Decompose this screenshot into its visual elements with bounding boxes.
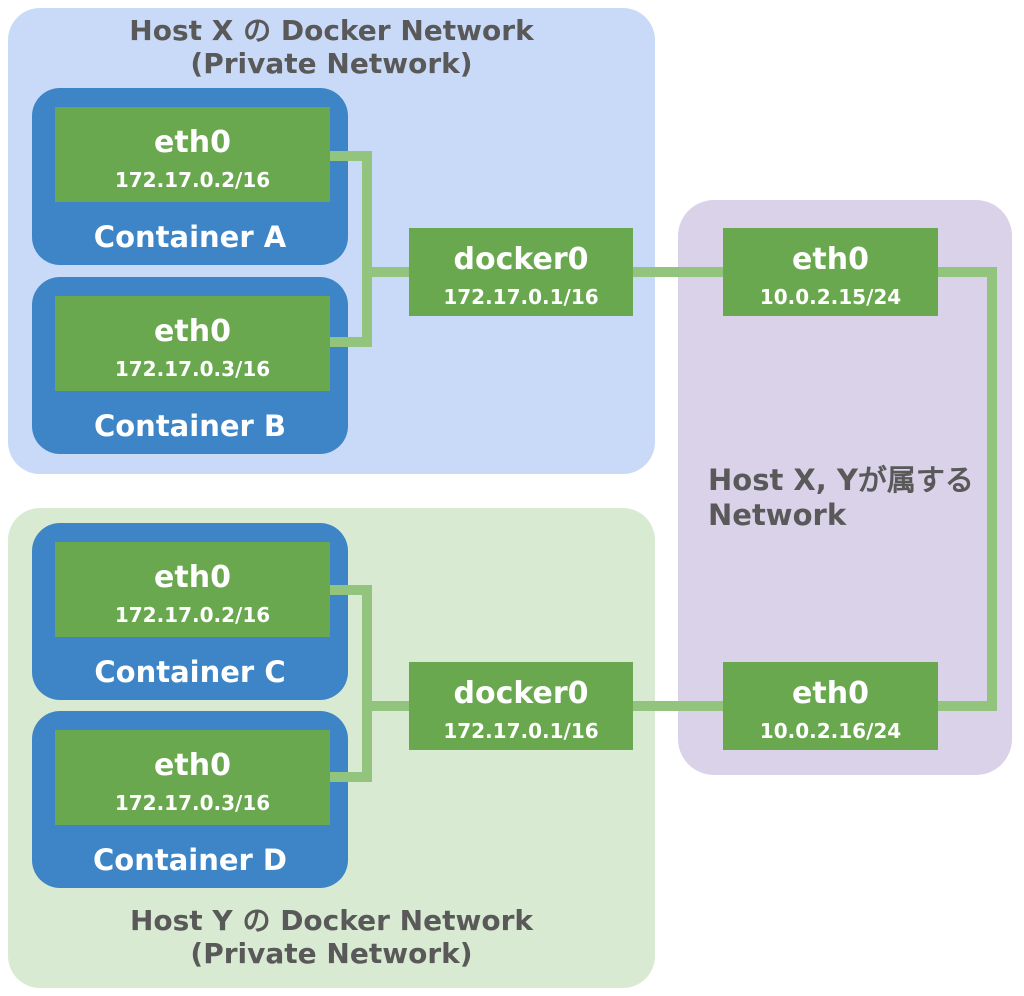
host-x-docker0-name: docker0 [453, 242, 589, 277]
container-b-eth0-box: eth0 172.17.0.3/16 [55, 296, 330, 391]
connector-hosty-to-docker0 [362, 701, 409, 711]
container-c-iface-name: eth0 [154, 559, 231, 595]
connector-docker0y-to-eth0 [633, 701, 723, 711]
connector-hostx-to-docker0 [362, 267, 409, 277]
host-y-docker0-name: docker0 [453, 676, 589, 711]
container-c-label: Container C [94, 655, 286, 689]
container-a-label: Container A [93, 220, 287, 254]
container-a: eth0 172.17.0.2/16 Container A [32, 88, 348, 265]
connector-eth0y-to-network [935, 701, 997, 711]
host-y-title-line2: (Private Network) [190, 937, 473, 970]
host-y-network-title: Host Y の Docker Network (Private Network… [8, 904, 655, 970]
container-d-iface-name: eth0 [154, 747, 231, 783]
connector-containerB-to-bridge [330, 337, 372, 347]
connector-shared-vertical [987, 267, 997, 711]
container-d-eth0-box: eth0 172.17.0.3/16 [55, 730, 330, 825]
container-b-iface-ip: 172.17.0.3/16 [114, 356, 271, 381]
container-d-iface-ip: 172.17.0.3/16 [114, 790, 271, 815]
host-y-eth0-name: eth0 [792, 676, 869, 711]
connector-containerA-to-bridge [330, 151, 372, 161]
container-c-iface-ip: 172.17.0.2/16 [114, 602, 271, 627]
container-d: eth0 172.17.0.3/16 Container D [32, 711, 348, 888]
host-y-docker0-bridge: docker0 172.17.0.1/16 [409, 662, 633, 750]
host-x-docker0-ip: 172.17.0.1/16 [443, 285, 599, 309]
host-x-docker0-bridge: docker0 172.17.0.1/16 [409, 228, 633, 316]
connector-eth0x-to-network [938, 267, 997, 277]
shared-network-label: Host X, Yが属する Network [708, 463, 974, 533]
container-a-iface-name: eth0 [154, 124, 231, 160]
host-y-eth0-box: eth0 10.0.2.16/24 [723, 662, 938, 750]
shared-network-label-line1: Host X, Yが属する [708, 463, 974, 497]
container-b-iface-name: eth0 [154, 313, 231, 349]
container-c: eth0 172.17.0.2/16 Container C [32, 523, 348, 700]
connector-docker0x-to-eth0 [633, 267, 723, 277]
host-y-eth0-ip: 10.0.2.16/24 [759, 719, 902, 743]
container-b: eth0 172.17.0.3/16 Container B [32, 277, 348, 454]
container-a-eth0-box: eth0 172.17.0.2/16 [55, 107, 330, 202]
container-d-label: Container D [92, 843, 287, 877]
container-b-label: Container B [93, 409, 287, 443]
container-c-eth0-box: eth0 172.17.0.2/16 [55, 542, 330, 637]
host-x-title-line1: Host X の Docker Network [129, 14, 534, 47]
connector-containerC-to-bridge [330, 585, 372, 595]
host-x-eth0-name: eth0 [792, 242, 869, 277]
connector-hostx-vertical [362, 151, 372, 347]
connector-hosty-vertical [362, 585, 372, 782]
host-x-network-title: Host X の Docker Network (Private Network… [8, 14, 655, 80]
host-x-eth0-ip: 10.0.2.15/24 [759, 285, 902, 309]
shared-network-label-line2: Network [708, 498, 847, 532]
host-y-docker0-ip: 172.17.0.1/16 [443, 719, 599, 743]
connector-containerD-to-bridge [330, 772, 372, 782]
host-x-title-line2: (Private Network) [190, 47, 473, 80]
container-a-iface-ip: 172.17.0.2/16 [114, 167, 271, 192]
host-y-title-line1: Host Y の Docker Network [129, 904, 534, 937]
host-x-eth0-box: eth0 10.0.2.15/24 [723, 228, 938, 316]
